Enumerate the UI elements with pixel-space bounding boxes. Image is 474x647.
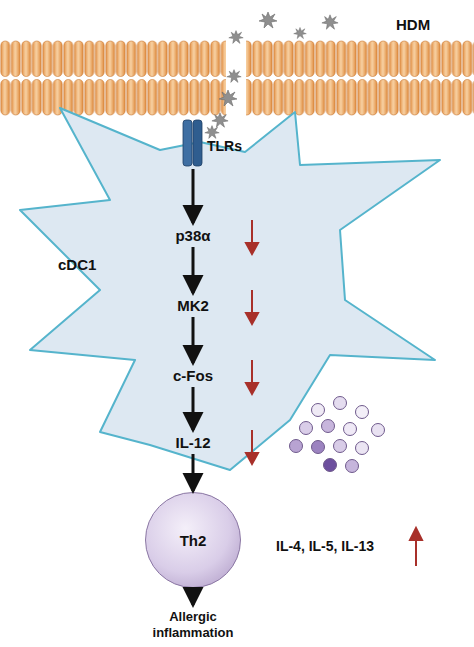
cytokine-dots [290,397,385,473]
node-label: c-Fos [163,364,223,386]
signal-molecule: MK2 [163,294,223,316]
signal-molecule: p38α [163,224,223,246]
increase-arrow [410,528,422,566]
cytokine-label: IL-4, IL-5, IL-13 [276,538,374,554]
cell: cDC1 p38αMK2 c-FosIL-12 [18,100,448,472]
node-label: TLRs [207,138,242,154]
cell-outline [18,100,448,472]
cytokine: IL-12 [163,431,223,453]
allergen-label: HDM [396,16,430,33]
node-label: Allergic inflammation [133,606,253,644]
outcome-text: Allergic inflammation [133,606,253,644]
node-label: cDC1 [58,256,96,273]
node-label: p38α [163,224,223,246]
receptor-symbol [180,118,206,168]
node-label: MK2 [163,294,223,316]
receptor: TLRs [180,118,246,168]
allergen-particles [205,12,338,138]
t-cell: Th2 [145,492,241,588]
lipid-bilayer [246,40,474,116]
node-label: Th2 [146,493,240,587]
node-label: IL-12 [163,431,223,453]
lipid-bilayer [0,40,226,116]
signal-molecule: c-Fos [163,364,223,386]
pathway-arrow [192,589,195,605]
